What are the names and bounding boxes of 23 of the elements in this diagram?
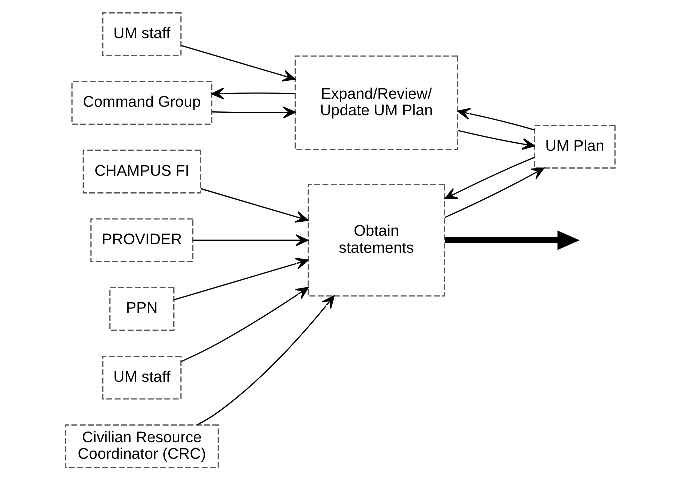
node-box: Command Group bbox=[72, 81, 213, 126]
arrow bbox=[181, 45, 296, 82]
arrow bbox=[212, 106, 296, 119]
node-box: UM Plan bbox=[534, 125, 616, 169]
arrow bbox=[458, 108, 535, 131]
node-box: Civilian Resource Coordinator (CRC) bbox=[65, 424, 220, 468]
arrow bbox=[197, 296, 335, 426]
node-box: UM staff bbox=[102, 356, 182, 400]
arrow bbox=[444, 157, 534, 200]
node-box: CHAMPUS FI bbox=[82, 150, 202, 194]
node-box: Expand/Review/ Update UM Plan bbox=[294, 56, 458, 150]
arrow bbox=[193, 234, 309, 246]
arrow bbox=[211, 88, 296, 100]
node-box: PPN bbox=[110, 287, 175, 332]
arrow bbox=[181, 287, 310, 362]
node-box: UM staff bbox=[102, 12, 182, 56]
arrow bbox=[458, 130, 536, 150]
node-box: Obtain statements bbox=[308, 184, 446, 297]
node-box: PROVIDER bbox=[90, 218, 194, 262]
arrow bbox=[200, 188, 309, 223]
arrow bbox=[174, 258, 309, 301]
arrow bbox=[445, 230, 580, 250]
arrow bbox=[445, 168, 545, 218]
